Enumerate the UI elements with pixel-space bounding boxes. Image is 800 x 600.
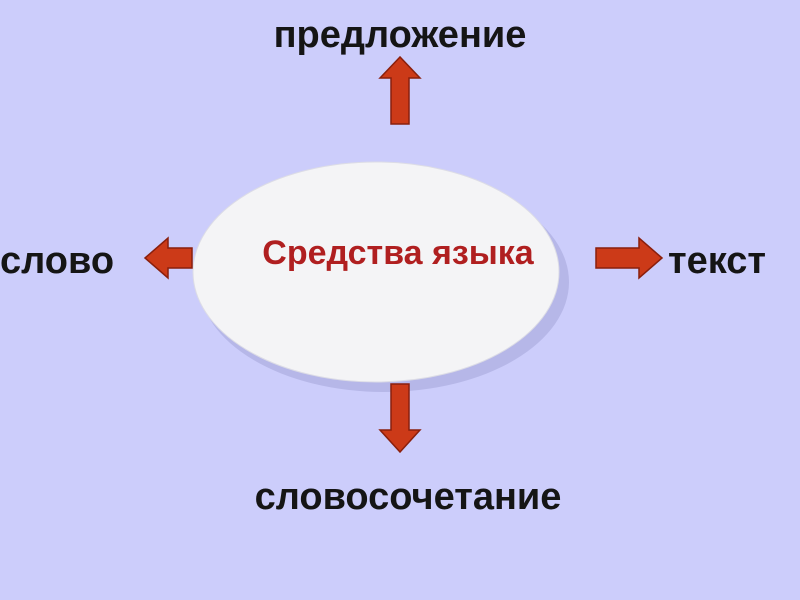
arrow-right [595, 236, 664, 280]
arrow-down [378, 383, 422, 454]
node-label-left: слово [0, 240, 115, 282]
node-label-top: предложение [273, 14, 527, 56]
node-label-bottom: словосочетание [254, 476, 562, 518]
center-label: Средства языка [262, 234, 534, 272]
node-label-right: текст [668, 240, 767, 282]
arrow-up [378, 55, 422, 125]
center-ellipse [192, 161, 560, 383]
arrow-left [143, 236, 193, 280]
